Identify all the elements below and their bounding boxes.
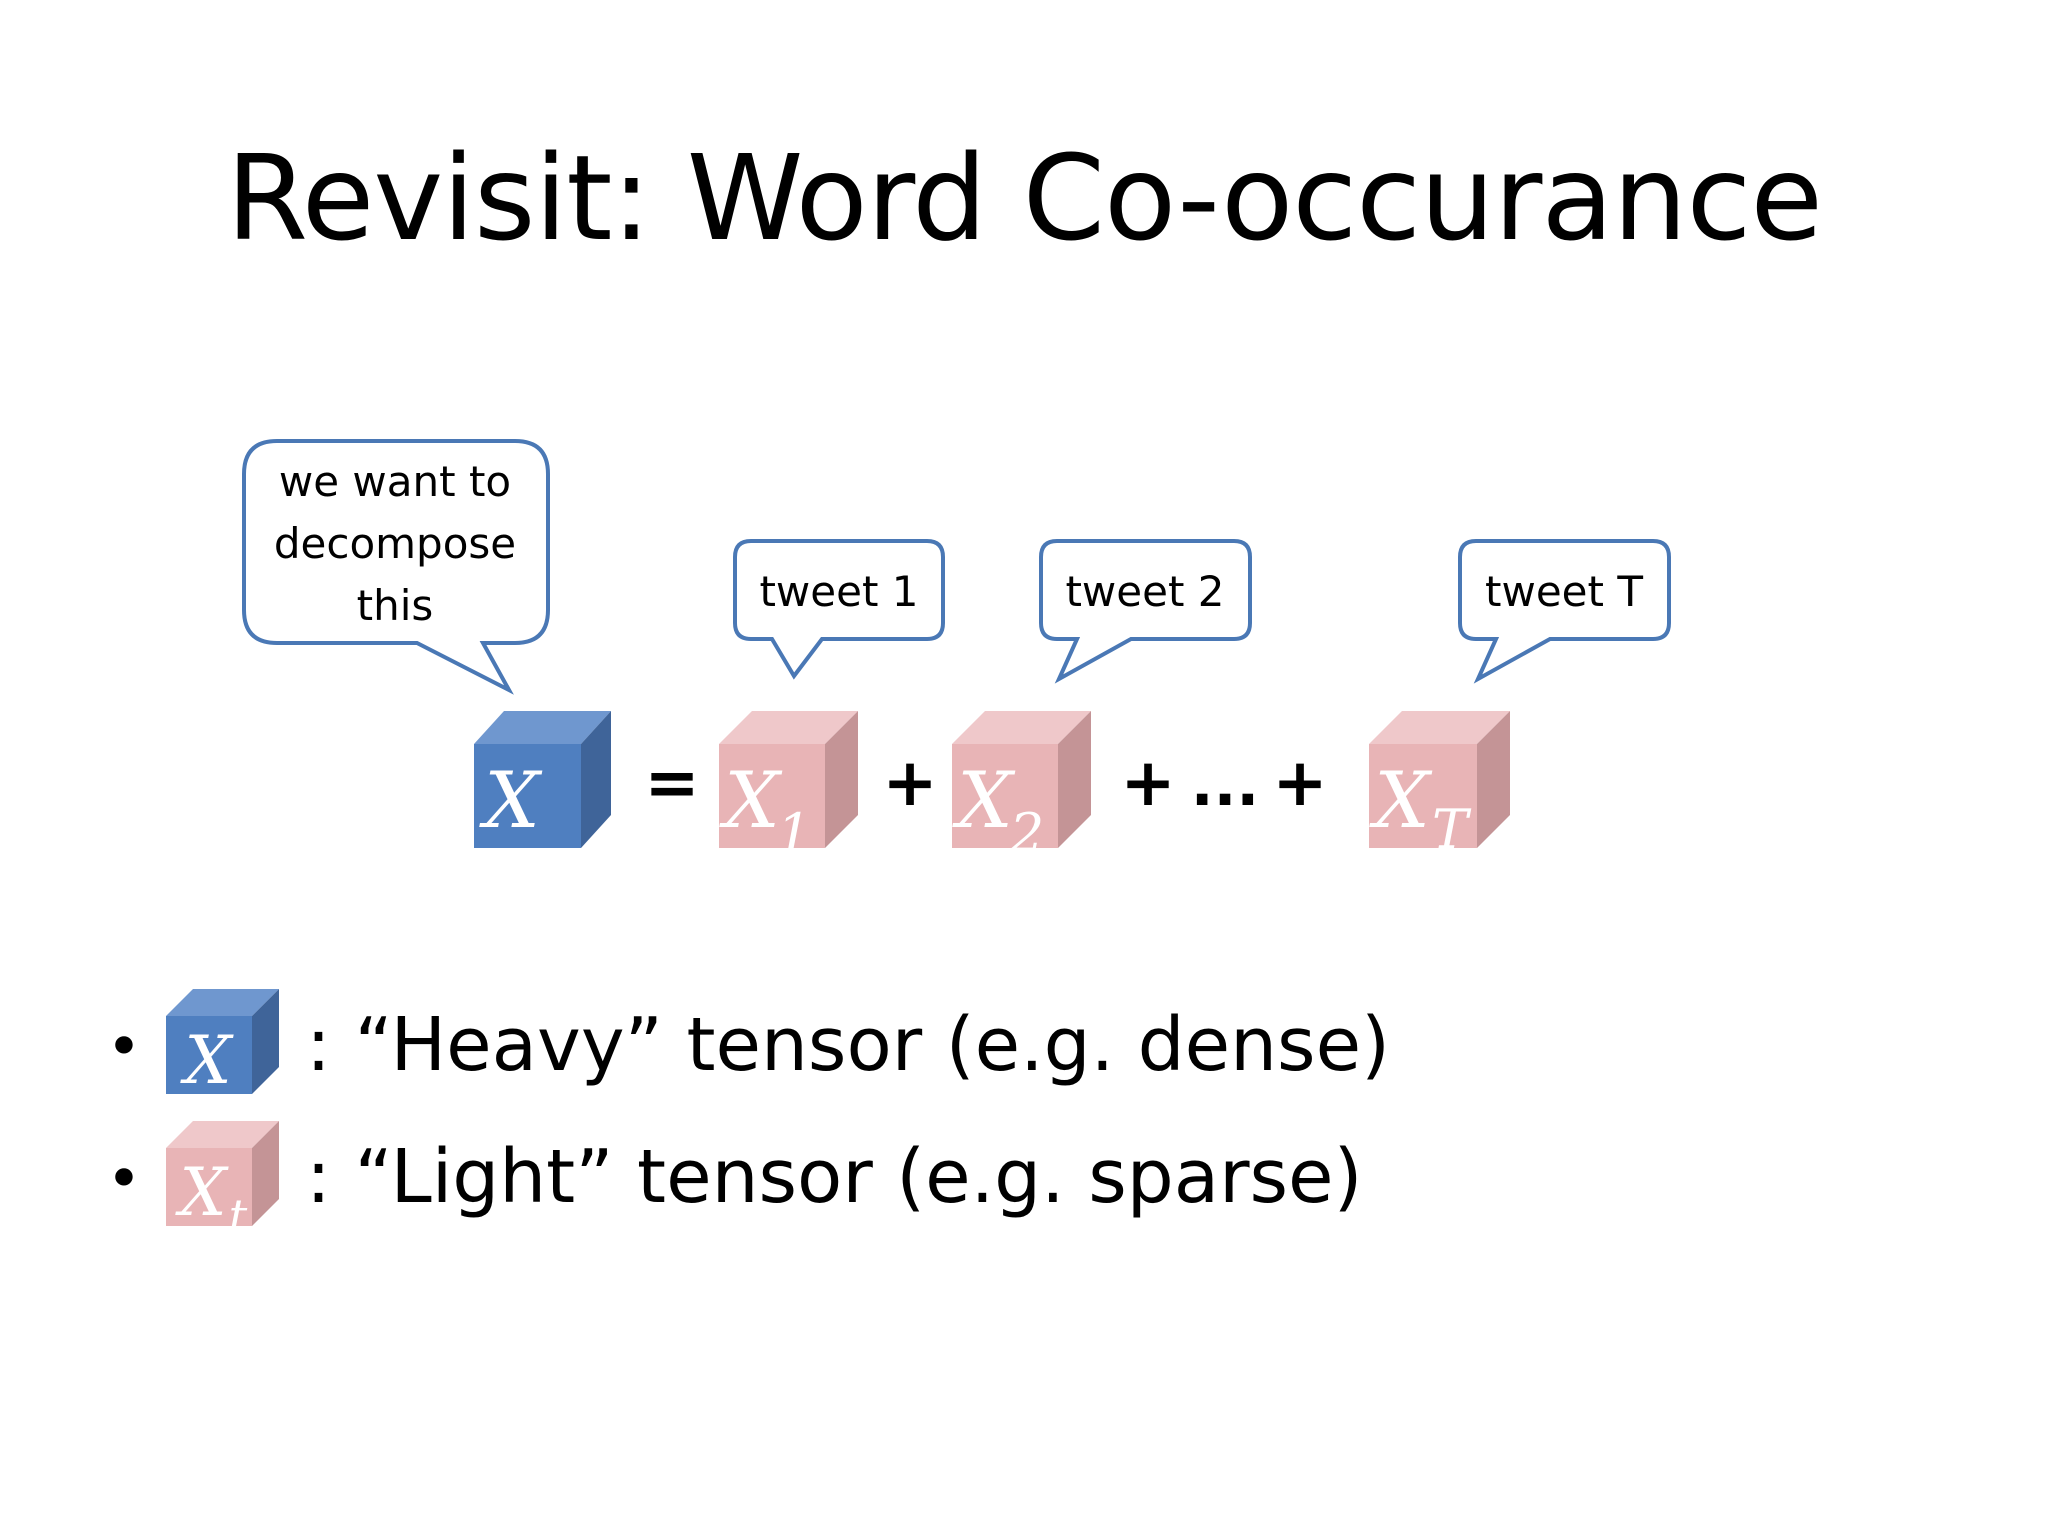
ellipsis: ... [1191,750,1259,820]
callout-decompose-line-1: we want to [279,457,511,506]
callout-tweet-2-label: tweet 2 [1065,567,1224,616]
legend-heavy-cube: X [166,989,279,1099]
light-tensor-2-subscript: 2 [1009,802,1044,865]
legend-bullet-1: • [106,1012,141,1082]
legend-item-light: • X t : “Light” tensor (e.g. sparse) [106,1121,1362,1243]
light-tensor-T-symbol: X [1368,756,1433,846]
legend-light-cube-symbol: X [175,1154,230,1231]
callout-tweet-T-label: tweet T [1485,567,1643,616]
equals-sign: = [644,744,699,821]
light-tensor-cube-2: X 2 [951,711,1091,865]
legend-light-cube-subscript: t [229,1189,248,1243]
legend-bullet-2: • [106,1144,141,1214]
plus-sign-2: + [1120,744,1175,821]
plus-sign-1: + [882,744,937,821]
heavy-tensor-symbol: X [478,756,543,846]
light-tensor-2-symbol: X [951,756,1016,846]
legend-heavy-text: : “Heavy” tensor (e.g. dense) [306,1002,1390,1088]
callout-decompose-line-3: this [357,581,434,630]
callout-tweet-1-label: tweet 1 [759,567,918,616]
legend-light-cube: X t [166,1121,279,1243]
legend-item-heavy: • X : “Heavy” tensor (e.g. dense) [106,989,1390,1099]
callout-tweet-T: tweet T [1460,541,1669,679]
light-tensor-T-subscript: T [1432,798,1472,861]
callout-tweet-1: tweet 1 [735,541,943,676]
legend-light-text: : “Light” tensor (e.g. sparse) [306,1134,1362,1220]
light-tensor-1-subscript: 1 [777,802,811,865]
callout-decompose-line-2: decompose [274,519,516,568]
callout-decompose: we want to decompose this [244,441,548,690]
plus-sign-3: + [1272,744,1327,821]
light-tensor-cube-T: X T [1368,711,1510,861]
light-tensor-1-symbol: X [718,756,783,846]
light-tensor-cube-1: X 1 [718,711,858,865]
callout-tweet-2: tweet 2 [1041,541,1250,679]
heavy-tensor-cube: X [474,711,611,848]
legend-heavy-cube-symbol: X [180,1022,235,1099]
